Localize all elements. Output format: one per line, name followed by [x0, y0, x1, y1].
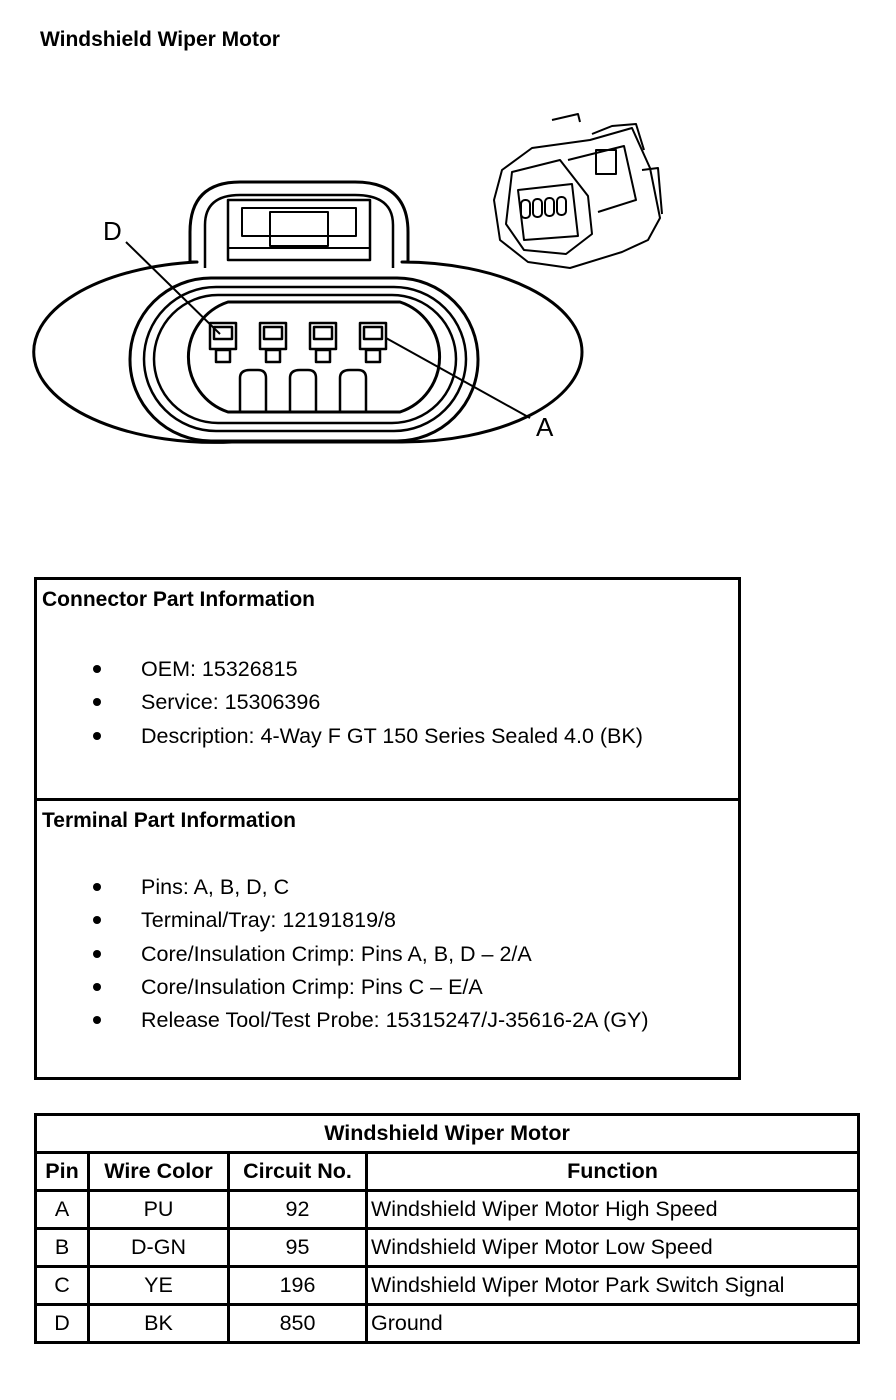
page-title: Windshield Wiper Motor	[40, 28, 280, 51]
pin-label-a: A	[536, 412, 554, 442]
connector-part-information: Connector Part Information OEM: 15326815…	[37, 580, 738, 798]
cell-wire-color: PU	[87, 1189, 230, 1230]
list-item: Core/Insulation Crimp: Pins A, B, D – 2/…	[37, 938, 649, 971]
bullet-icon	[93, 1016, 101, 1025]
seal-ring-1	[128, 276, 480, 443]
list-item: Release Tool/Test Probe: 15315247/J-3561…	[37, 1004, 649, 1037]
cell-circuit-no: 850	[227, 1303, 368, 1344]
bullet-icon	[93, 731, 101, 740]
bullet-icon	[93, 949, 101, 958]
list-item: Terminal/Tray: 12191819/8	[37, 904, 649, 937]
terminal-cavity-d	[208, 321, 238, 364]
cell-circuit-no: 196	[227, 1265, 368, 1306]
cell-circuit-no: 95	[227, 1227, 368, 1268]
list-item: Service: 15306396	[37, 686, 643, 719]
pinout-table: Windshield Wiper Motor Pin Wire Color Ci…	[33, 1113, 861, 1344]
connector-hood-inner	[203, 193, 395, 268]
cell-function: Windshield Wiper Motor High Speed	[364, 1189, 861, 1230]
bullet-icon	[93, 698, 101, 707]
connector-diagram: D A	[32, 113, 663, 444]
cell-wire-color: YE	[87, 1265, 230, 1306]
bullet-icon	[93, 665, 101, 673]
leader-line-a	[385, 337, 531, 419]
table-header-row: Pin Wire Color Circuit No. Function	[34, 1151, 861, 1192]
header-wire-color: Wire Color	[87, 1151, 230, 1192]
terminal-section-heading: Terminal Part Information	[42, 809, 296, 832]
terminal-cavity-c	[308, 321, 338, 364]
keying-bump-1	[238, 368, 268, 412]
latch-outer	[226, 198, 372, 262]
part-information-box: Connector Part Information OEM: 15326815…	[34, 577, 741, 1080]
cell-wire-color: BK	[87, 1303, 230, 1344]
pin-label-d: D	[103, 216, 122, 246]
list-item: Pins: A, B, D, C	[37, 871, 649, 904]
cavity-face	[186, 300, 442, 414]
keying-bump-2	[288, 368, 318, 412]
terminal-cavity-a	[358, 321, 388, 364]
seal-ring-2	[142, 285, 468, 433]
terminal-cavity-b	[258, 321, 288, 364]
table-row: A PU 92 Windshield Wiper Motor High Spee…	[34, 1189, 861, 1230]
seal-ring-3	[152, 293, 458, 425]
cell-pin: C	[34, 1265, 90, 1306]
cell-function: Windshield Wiper Motor Park Switch Signa…	[364, 1265, 861, 1306]
list-item: OEM: 15326815	[37, 653, 643, 686]
connector-3d-view	[493, 113, 663, 269]
cell-wire-color: D-GN	[87, 1227, 230, 1268]
latch-inner	[241, 207, 357, 237]
cell-function: Windshield Wiper Motor Low Speed	[364, 1227, 861, 1268]
header-pin: Pin	[34, 1151, 90, 1192]
table-row: C YE 196 Windshield Wiper Motor Park Swi…	[34, 1265, 861, 1306]
list-item: Description: 4-Way F GT 150 Series Seale…	[37, 720, 643, 753]
terminal-info-list: Pins: A, B, D, C Terminal/Tray: 12191819…	[37, 871, 649, 1037]
header-function: Function	[364, 1151, 861, 1192]
cell-circuit-no: 92	[227, 1189, 368, 1230]
table-title-row: Windshield Wiper Motor	[33, 1113, 861, 1154]
table-row: B D-GN 95 Windshield Wiper Motor Low Spe…	[34, 1227, 861, 1268]
cell-pin: A	[34, 1189, 90, 1230]
leader-line-d	[125, 241, 221, 335]
connector-section-heading: Connector Part Information	[42, 588, 316, 611]
terminal-part-information: Terminal Part Information Pins: A, B, D,…	[37, 798, 738, 1077]
bullet-icon	[93, 883, 101, 891]
keying-bump-3	[338, 368, 368, 412]
header-circuit-no: Circuit No.	[227, 1151, 368, 1192]
cell-pin: D	[34, 1303, 90, 1344]
table-row: D BK 850 Ground	[34, 1303, 861, 1344]
list-item: Core/Insulation Crimp: Pins C – E/A	[37, 971, 649, 1004]
latch-tab	[269, 211, 329, 247]
table-title: Windshield Wiper Motor	[33, 1113, 861, 1154]
connector-info-list: OEM: 15326815 Service: 15306396 Descript…	[37, 653, 643, 753]
bullet-icon	[93, 982, 101, 991]
cell-function: Ground	[364, 1303, 861, 1344]
bullet-icon	[93, 916, 101, 925]
cell-pin: B	[34, 1227, 90, 1268]
